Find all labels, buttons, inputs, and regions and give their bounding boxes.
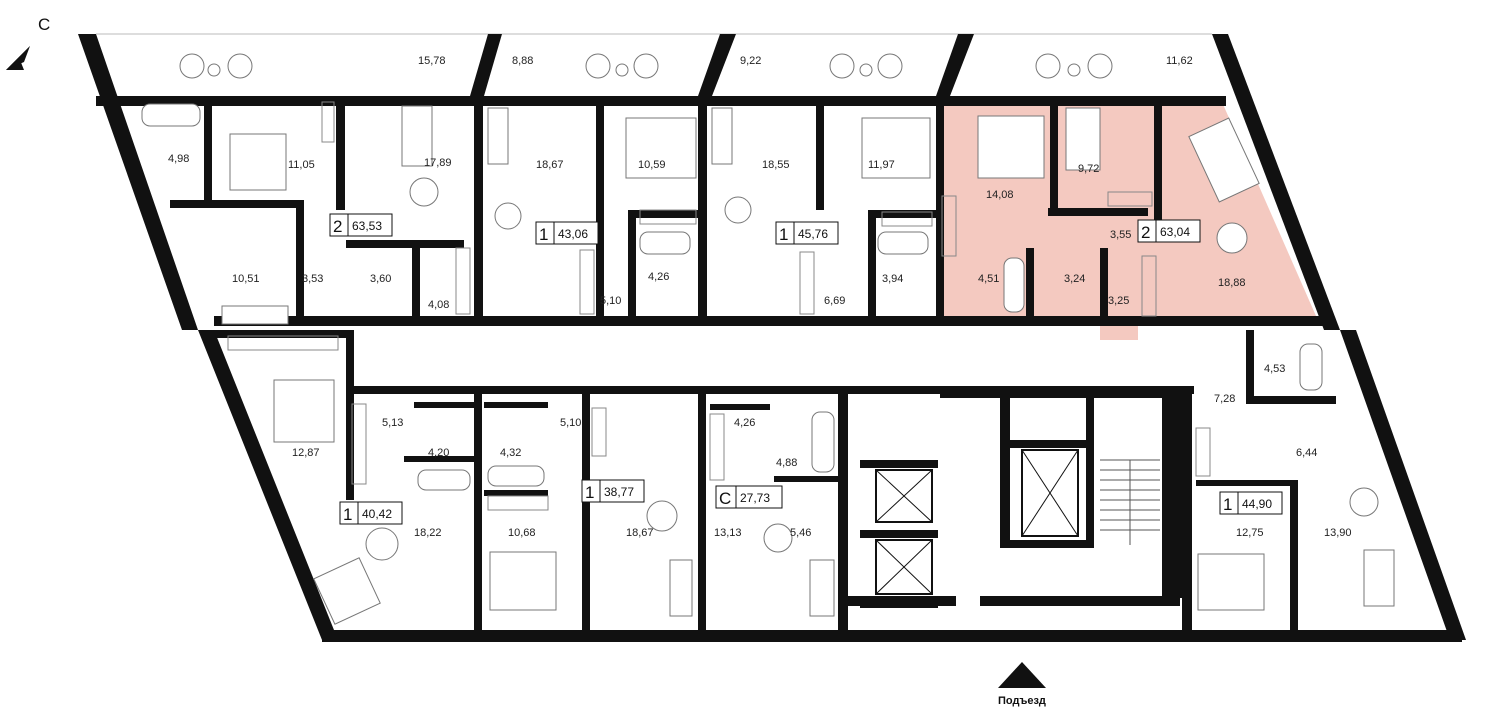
apartment-rooms: 2	[1141, 223, 1150, 242]
apartment-rooms: 1	[585, 483, 594, 502]
room-area: 13,13	[714, 527, 742, 539]
staircase	[1100, 459, 1160, 545]
room-area: 4,98	[168, 153, 189, 165]
apartment-area: 43,06	[558, 227, 588, 241]
room-area: 18,55	[762, 159, 790, 171]
compass: С	[6, 15, 50, 70]
room-labels: 15,78 8,88 9,22 11,62 4,98 11,05 17,89 1…	[168, 55, 1352, 539]
room-area: 3,55	[1110, 229, 1131, 241]
room-area: 17,89	[424, 157, 452, 169]
elevator-shafts	[875, 449, 1079, 595]
apartment-rooms: С	[719, 489, 731, 508]
bathtubs	[141, 103, 1323, 491]
room-area: 14,08	[986, 189, 1014, 201]
dining-tables	[365, 177, 1379, 561]
room-area: 11,05	[288, 159, 315, 171]
apartment-rooms: 1	[779, 225, 788, 244]
apartment-area: 63,53	[352, 219, 382, 233]
room-area: 8,88	[512, 55, 533, 67]
apartment-rooms: 1	[343, 505, 352, 524]
entrance-label: Подъезд	[998, 695, 1046, 707]
room-area: 15,78	[418, 55, 446, 67]
interior-walls	[170, 100, 1336, 640]
room-area: 9,22	[740, 55, 761, 67]
room-area: 3,25	[1108, 295, 1129, 307]
apartment-tags: 2 63,53 1 43,06 1 45,76 2 63,04 1 40,42	[329, 213, 1283, 525]
balcony-chairs	[179, 53, 1113, 79]
room-area: 7,28	[1214, 393, 1235, 405]
room-area: 4,26	[648, 271, 669, 283]
room-area: 10,68	[508, 527, 536, 539]
room-area: 4,32	[500, 447, 521, 459]
room-area: 10,59	[638, 159, 666, 171]
room-area: 4,88	[776, 457, 797, 469]
compass-label: С	[38, 15, 50, 34]
apartment-tag[interactable]: 1 40,42	[339, 501, 403, 525]
room-area: 9,72	[1078, 163, 1099, 175]
room-area: 18,88	[1218, 277, 1246, 289]
sofa-icons	[221, 105, 1395, 625]
apartment-tag[interactable]: 1 44,90	[1219, 491, 1283, 515]
room-area: 3,60	[370, 273, 391, 285]
room-area: 6,44	[1296, 447, 1317, 459]
room-area: 11,62	[1166, 55, 1193, 67]
apartment-rooms: 1	[539, 225, 548, 244]
room-area: 10,51	[232, 273, 260, 285]
room-area: 4,53	[1264, 363, 1285, 375]
apartment-tag[interactable]: 1 43,06	[535, 221, 599, 245]
apartment-area: 44,90	[1242, 497, 1272, 511]
room-area: 5,10	[560, 417, 581, 429]
bed-icons	[229, 115, 1265, 611]
room-area: 5,13	[382, 417, 403, 429]
room-area: 4,26	[734, 417, 755, 429]
room-area: 13,90	[1324, 527, 1352, 539]
room-area: 6,69	[824, 295, 845, 307]
apartment-tag-highlighted[interactable]: 2 63,04	[1137, 219, 1201, 243]
apartment-area: 27,73	[740, 491, 770, 505]
apartment-tag[interactable]: 2 63,53	[329, 213, 393, 237]
room-area: 11,97	[868, 159, 895, 171]
room-area: 5,10	[600, 295, 621, 307]
room-area: 4,08	[428, 299, 449, 311]
room-area: 3,53	[302, 273, 323, 285]
apartment-area: 63,04	[1160, 225, 1190, 239]
apartment-tag[interactable]: С 27,73	[715, 485, 783, 509]
entrance-arrow-icon	[998, 662, 1046, 688]
wardrobes	[227, 101, 1211, 511]
room-area: 12,75	[1236, 527, 1264, 539]
room-area: 4,20	[428, 447, 449, 459]
apartment-rooms: 2	[333, 217, 342, 236]
apartment-tag[interactable]: 1 45,76	[775, 221, 839, 245]
room-area: 18,67	[536, 159, 564, 171]
room-area: 18,67	[626, 527, 654, 539]
room-area: 12,87	[292, 447, 320, 459]
room-area: 18,22	[414, 527, 442, 539]
apartment-area: 45,76	[798, 227, 828, 241]
apartment-area: 40,42	[362, 507, 392, 521]
apartment-area: 38,77	[604, 485, 634, 499]
room-area: 3,24	[1064, 273, 1085, 285]
entrance-marker: Подъезд	[998, 662, 1046, 707]
room-area: 4,51	[978, 273, 999, 285]
exterior-walls	[78, 33, 1466, 642]
apartment-tag[interactable]: 1 38,77	[581, 479, 645, 503]
apartment-rooms: 1	[1223, 495, 1232, 514]
room-area: 5,46	[790, 527, 811, 539]
room-area: 3,94	[882, 273, 903, 285]
